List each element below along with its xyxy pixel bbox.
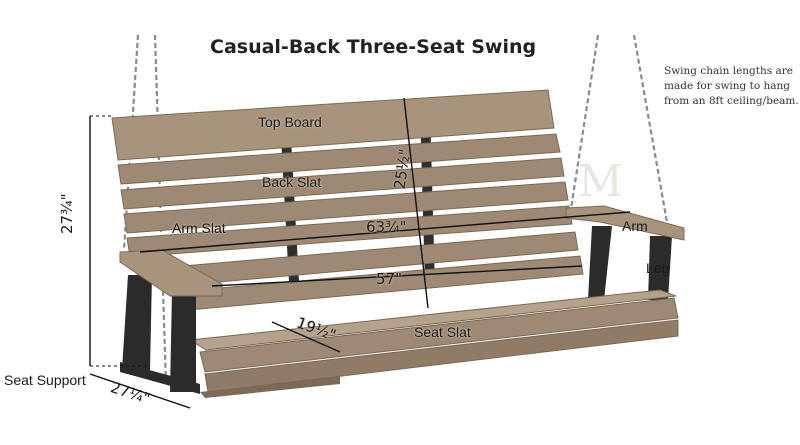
dim-height: 27¾" — [58, 193, 76, 234]
back-height-dim-line — [403, 97, 429, 309]
label-seat-support: Seat Support — [4, 372, 86, 388]
seat-depth-dim-line — [271, 321, 341, 353]
chain-length-note: Swing chain lengths are made for swing t… — [664, 65, 799, 107]
label-seat-slat: Seat Slat — [414, 324, 471, 340]
back-slat — [123, 181, 569, 234]
back-assembly — [111, 89, 584, 312]
width-seat-dim-line — [211, 265, 583, 287]
label-back-slat: Back Slat — [262, 174, 322, 190]
seat-support — [120, 362, 200, 394]
width-back-dim-line — [139, 211, 631, 253]
chain-right-front — [632, 34, 670, 229]
seat-slat — [204, 319, 679, 393]
seat-slat — [200, 376, 340, 398]
left-leg — [170, 290, 196, 392]
back-slat — [117, 133, 561, 185]
right-leg — [648, 236, 672, 300]
label-arm-slat: Arm Slat — [172, 220, 226, 236]
left-arm-assembly — [119, 249, 223, 394]
dim-width-back: 63¾" — [366, 218, 407, 236]
chain-left-front — [153, 34, 168, 386]
watermark: M — [578, 156, 623, 207]
label-top-board: Top Board — [258, 114, 322, 130]
dim-width-seat: 57" — [376, 270, 402, 288]
diagram-title: Casual-Back Three-Seat Swing — [210, 36, 537, 58]
chain-right-back — [568, 34, 600, 216]
right-leg — [588, 226, 612, 300]
seat-assembly — [188, 289, 679, 398]
back-slat — [120, 157, 565, 210]
dimension-lines — [89, 97, 631, 409]
label-leg: Leg — [646, 260, 670, 276]
seat-slat — [199, 297, 679, 373]
left-leg — [122, 275, 152, 370]
overall-depth-dim-line — [89, 373, 191, 409]
top-board — [111, 89, 555, 161]
seat-slat — [188, 289, 677, 351]
label-arm: Arm — [622, 218, 648, 234]
